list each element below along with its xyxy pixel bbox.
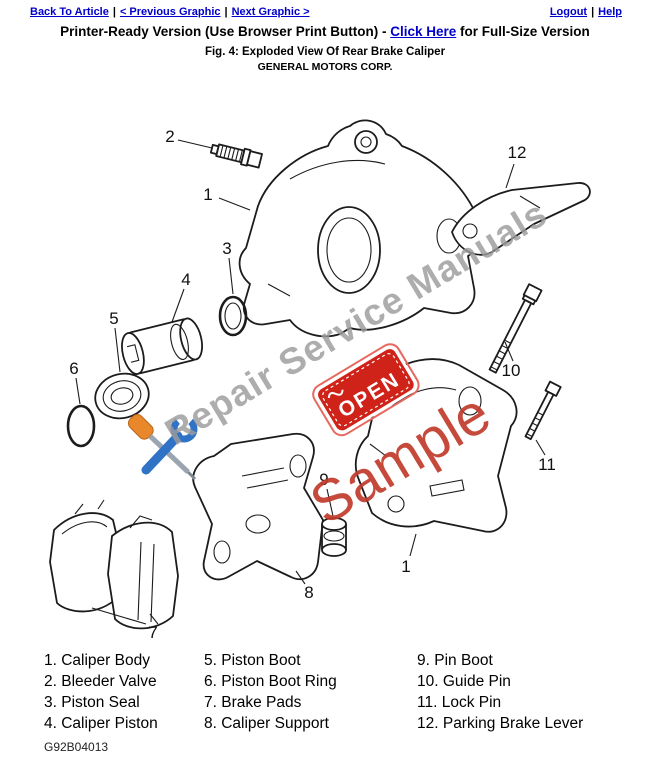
callout-8: 8	[304, 583, 313, 602]
help-link[interactable]: Help	[598, 6, 622, 18]
legend-item-1: 1. Caliper Body	[44, 652, 150, 669]
guide-pin-part	[488, 283, 543, 374]
legend-item-11: 11. Lock Pin	[417, 694, 502, 711]
leader-lines	[75, 139, 546, 625]
document-code: G92B04013	[44, 740, 109, 754]
open-sign-watermark: OPEN	[312, 343, 420, 437]
callout-9: 9	[319, 470, 328, 489]
legend-item-6: 6. Piston Boot Ring	[204, 673, 337, 690]
callout-10: 10	[502, 361, 521, 380]
callout-7: 7	[148, 623, 157, 642]
callout-12: 12	[508, 143, 527, 162]
nav-left: Back To Article|< Previous Graphic|Next …	[30, 6, 310, 18]
nav-separator: |	[591, 6, 595, 18]
legend-column-3: 9. Pin Boot 10. Guide Pin 11. Lock Pin 1…	[417, 650, 583, 734]
company-name: GENERAL MOTORS CORP.	[257, 61, 393, 73]
legend-item-5: 5. Piston Boot	[204, 652, 301, 669]
parking-brake-lever-part	[451, 182, 591, 256]
piston-boot-ring-part	[66, 404, 96, 448]
legend-column-2: 5. Piston Boot 6. Piston Boot Ring 7. Br…	[204, 650, 417, 734]
legend-item-3: 3. Piston Seal	[44, 694, 140, 711]
callout-1: 1	[203, 185, 212, 204]
legend-item-10: 10. Guide Pin	[417, 673, 511, 690]
brake-pads-part	[49, 499, 179, 630]
previous-graphic-link[interactable]: < Previous Graphic	[119, 6, 221, 18]
legend-column-1: 1. Caliper Body 2. Bleeder Valve 3. Pist…	[44, 650, 204, 734]
callout-5: 5	[109, 309, 118, 328]
bleeder-valve-part	[209, 143, 263, 169]
legend-item-8: 8. Caliper Support	[204, 715, 329, 732]
legend-item-2: 2. Bleeder Valve	[44, 673, 157, 690]
nav-separator: |	[112, 6, 116, 18]
title-prefix: Printer-Ready Version (Use Browser Print…	[60, 24, 391, 39]
page-title: Printer-Ready Version (Use Browser Print…	[0, 24, 650, 39]
title-suffix: for Full-Size Version	[456, 24, 590, 39]
caliper-piston-part	[121, 317, 203, 375]
callout-3: 3	[222, 239, 231, 258]
callout-2: 2	[165, 127, 174, 146]
caliper-support-part	[192, 432, 324, 581]
piston-seal-part	[218, 295, 248, 337]
legend-item-4: 4. Caliper Piston	[44, 715, 158, 732]
callout-4: 4	[181, 270, 190, 289]
logout-link[interactable]: Logout	[549, 6, 588, 18]
callout-11: 11	[538, 455, 556, 474]
full-size-version-link[interactable]: Click Here	[390, 24, 457, 39]
legend-item-12: 12. Parking Brake Lever	[417, 715, 584, 732]
next-graphic-link[interactable]: Next Graphic >	[231, 6, 310, 18]
diagram-area: 2 1 12 3 4 5 6 10 11 9 8 7 1 Repair Ser	[0, 84, 650, 650]
piston-boot-part	[94, 372, 150, 420]
nav-right: Logout|Help	[550, 6, 622, 18]
tools-watermark-icon	[127, 413, 198, 481]
legend-item-9: 9. Pin Boot	[417, 652, 493, 669]
caliper-body-part	[238, 119, 482, 338]
callout-1b: 1	[401, 557, 410, 576]
lock-pin-part	[524, 380, 562, 441]
figure-caption: Fig. 4: Exploded View Of Rear Brake Cali…	[204, 46, 446, 58]
top-navigation: Back To Article|< Previous Graphic|Next …	[30, 6, 622, 18]
back-to-article-link[interactable]: Back To Article	[30, 6, 109, 18]
legend-item-7: 7. Brake Pads	[204, 694, 302, 711]
callout-6: 6	[69, 359, 78, 378]
legend: 1. Caliper Body 2. Bleeder Valve 3. Pist…	[44, 650, 583, 734]
nav-separator: |	[224, 6, 228, 18]
brake-caliper-exploded-diagram: 2 1 12 3 4 5 6 10 11 9 8 7 1 Repair Ser	[49, 119, 591, 642]
pin-boot-part	[321, 517, 347, 557]
